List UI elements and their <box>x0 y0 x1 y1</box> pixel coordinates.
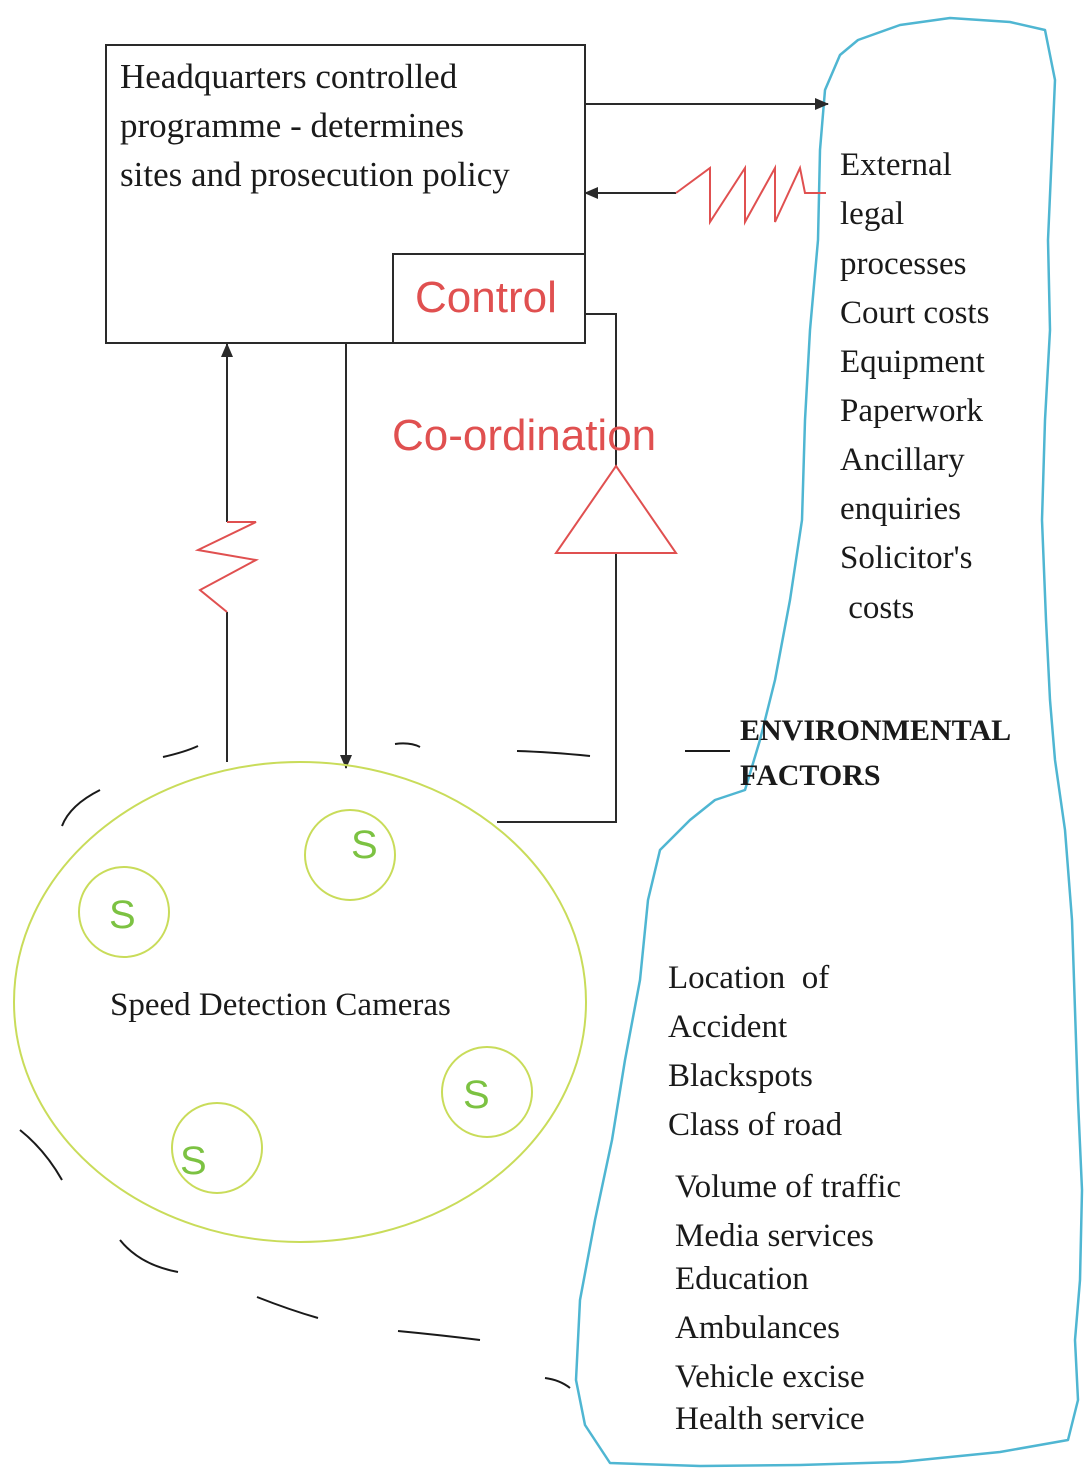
camera-unit-1: S <box>304 809 396 901</box>
environment-item: Location of <box>668 960 829 996</box>
external-cost-item: enquiries <box>840 491 961 527</box>
environment-items-list: Location of Accident Blackspots Class of… <box>668 960 901 1437</box>
external-cost-item: Ancillary <box>840 442 965 478</box>
coordination-amplifier-triangle <box>554 464 678 554</box>
external-cost-item: processes <box>840 246 966 282</box>
external-cost-item: costs <box>840 590 914 626</box>
camera-feedback-arrow <box>194 343 260 762</box>
speed-cameras-label: Speed Detection Cameras <box>110 987 451 1023</box>
control-label: Control <box>415 273 557 322</box>
headquarters-line-2: programme - determines <box>120 106 464 145</box>
speed-cameras-zone <box>13 761 587 1243</box>
environment-item: Ambulances <box>675 1310 840 1346</box>
coordination-label: Co-ordination <box>392 411 656 460</box>
environment-item: Blackspots <box>668 1058 813 1094</box>
environmental-factors-heading-line-1: ENVIRONMENTAL <box>740 714 1011 747</box>
camera-symbol: S <box>109 893 136 937</box>
camera-symbol: S <box>180 1139 207 1183</box>
external-cost-item: legal <box>840 196 904 232</box>
headquarters-line-3: sites and prosecution policy <box>120 155 510 194</box>
external-costs-list: External legal processes Court costs Equ… <box>840 147 989 626</box>
environment-item: Vehicle excise <box>675 1359 865 1395</box>
headquarters-line-1: Headquarters controlled <box>120 57 458 96</box>
camera-symbol: S <box>351 823 378 867</box>
external-cost-item: Paperwork <box>840 393 983 429</box>
control-box <box>392 253 586 344</box>
environment-item: Volume of traffic <box>675 1169 901 1205</box>
coordination-loop <box>497 313 678 823</box>
camera-unit-3: S <box>441 1046 533 1138</box>
camera-unit-2: S <box>78 866 170 958</box>
environment-item: Media services <box>675 1218 874 1254</box>
camera-boundary-dashes <box>19 742 730 1389</box>
external-cost-item: Court costs <box>840 295 989 331</box>
legal-feedback-arrow <box>584 164 826 226</box>
environmental-factors-heading-line-2: FACTORS <box>740 759 881 792</box>
external-cost-item: Solicitor's <box>840 540 972 576</box>
external-cost-item: External <box>840 147 952 183</box>
environment-item: Class of road <box>668 1107 843 1143</box>
environment-item: Health service <box>675 1401 865 1437</box>
camera-unit-4: S <box>171 1102 263 1194</box>
environment-item: Education <box>675 1261 809 1297</box>
external-cost-item: Equipment <box>840 344 985 380</box>
environment-item: Accident <box>668 1009 787 1045</box>
camera-symbol: S <box>463 1073 490 1117</box>
environment-boundary <box>574 16 1084 1468</box>
